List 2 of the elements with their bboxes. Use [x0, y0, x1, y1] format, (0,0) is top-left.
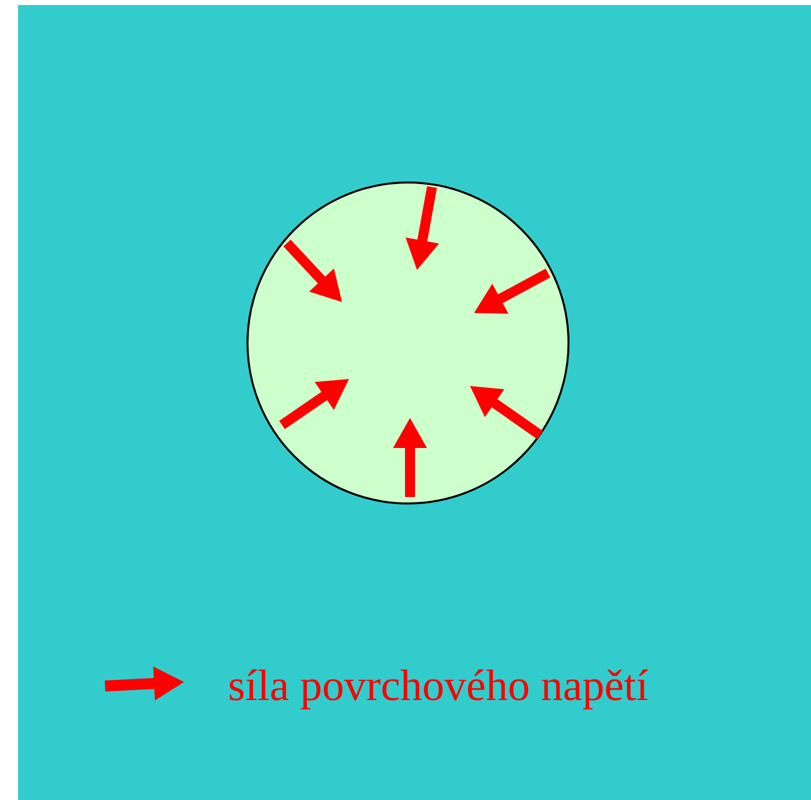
droplet-circle [246, 181, 570, 505]
legend-label: síla povrchového napětí [228, 664, 648, 708]
